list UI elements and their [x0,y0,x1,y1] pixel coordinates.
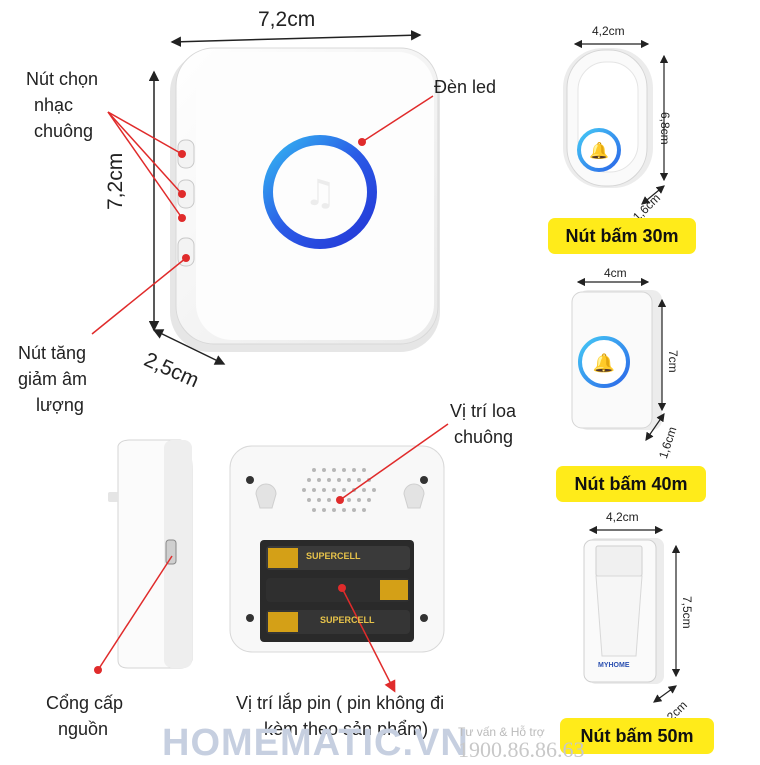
led-ring [263,135,377,249]
watermark-brand: HOMEMATIC.VN [162,722,469,764]
receiver-front: ♫ [170,47,440,352]
b50-width-label: 4,2cm [606,510,639,524]
svg-text:🔔: 🔔 [593,353,615,374]
svg-text:🔔: 🔔 [589,141,609,160]
main-height-label: 7,2cm [104,152,127,210]
receiver-side [108,439,193,669]
volume-button-label: Nút tăng giảm âm lượng [18,343,88,415]
button-30m: 🔔 [563,48,653,188]
b40-width-label: 4cm [604,266,627,280]
power-port [165,539,177,565]
led-label: Đèn led [434,77,497,97]
button-40m: 🔔 [571,290,662,430]
badge-30m: Nút bấm 30m [548,218,696,254]
battery-brand-2: SUPERCELL [320,615,375,625]
b30-height-label: 6,8cm [658,112,672,145]
battery-label: Vị trí lắp pin ( pin không đi kèm theo s… [236,693,445,739]
ringtone-button-label: Nút chọn nhạc chuông [26,69,99,141]
b40-height-label: 7cm [666,350,680,373]
button50-brand: MYHOME [598,662,630,669]
b30-width-label: 4,2cm [592,24,625,38]
badge-40m: Nút bấm 40m [556,466,706,502]
badge-50m: Nút bấm 50m [560,718,714,754]
speaker-label: Vị trí loa chuông [450,401,517,447]
watermark-phone: 1900.86.86.63 [458,737,585,762]
receiver-back [229,445,445,653]
watermark-support: Tư vấn & Hỗ trợ [458,725,545,739]
battery-brand-1: SUPERCELL [306,551,361,561]
button-50m [583,538,664,684]
svg-text:♫: ♫ [304,173,336,214]
batteries [266,546,410,634]
main-width-label: 7,2cm [258,8,316,31]
power-port-label: Cổng cấp nguồn [46,693,124,739]
b50-height-label: 7,5cm [680,596,694,629]
